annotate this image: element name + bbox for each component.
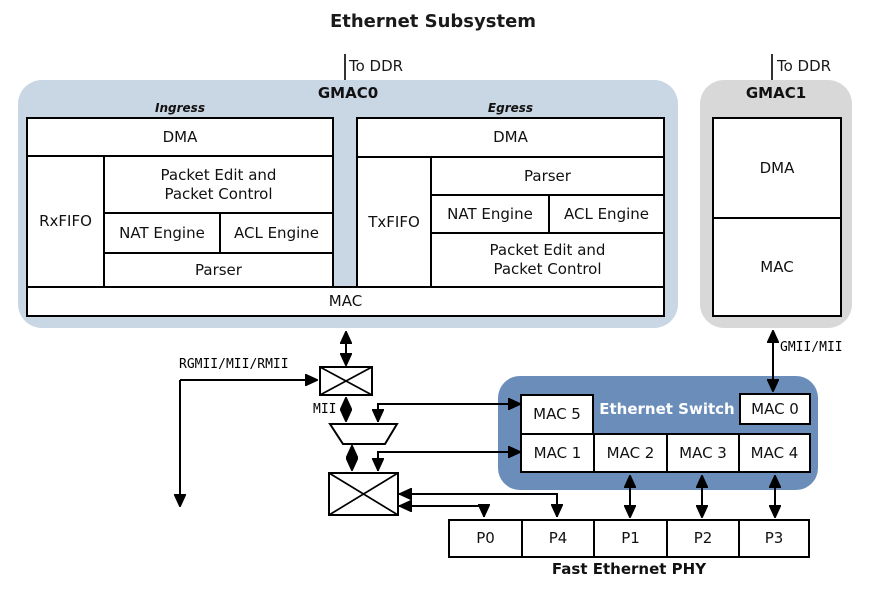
gmii-mii-label: GMII/MII bbox=[780, 340, 843, 355]
gmac1-mac-box: MAC bbox=[712, 217, 842, 317]
txfifo-box: TxFIFO bbox=[356, 156, 432, 288]
ingress-dma-box: DMA bbox=[26, 117, 334, 157]
phy-port-p0-box: P0 bbox=[448, 519, 523, 558]
phy-port-p4-box: P4 bbox=[521, 519, 595, 558]
switch-mac2-box: MAC 2 bbox=[593, 433, 668, 473]
egress-label: Egress bbox=[487, 101, 534, 115]
gmac0-mac-box: MAC bbox=[26, 286, 665, 317]
ethernet-switch-title: Ethernet Switch bbox=[599, 400, 735, 418]
xbar2-p0-line bbox=[400, 506, 484, 516]
switch-mac5-box: MAC 5 bbox=[520, 394, 594, 435]
gmac0-block: GMAC0 Ingress Egress DMA RxFIFO Packet E… bbox=[18, 80, 678, 328]
xbar2-p4-line bbox=[400, 494, 557, 516]
ingress-acl-engine-box: ACL Engine bbox=[219, 212, 334, 254]
rgmii-mii-rmii-label: RGMII/MII/RMII bbox=[179, 357, 289, 372]
to-ddr-label-gmac0: To DDR bbox=[349, 57, 404, 75]
switch-mac3-box: MAC 3 bbox=[666, 433, 740, 473]
diagram-title: Ethernet Subsystem bbox=[329, 11, 537, 32]
ingress-label: Ingress bbox=[155, 101, 205, 115]
egress-dma-box: DMA bbox=[356, 117, 665, 158]
phy-port-p1-box: P1 bbox=[593, 519, 668, 558]
switch-mac4-box: MAC 4 bbox=[738, 433, 811, 473]
gmac1-title: GMAC1 bbox=[745, 84, 807, 102]
mux-icon bbox=[328, 423, 399, 445]
phy-port-p2-box: P2 bbox=[666, 519, 740, 558]
crossbar2-icon bbox=[328, 472, 399, 516]
egress-nat-engine-box: NAT Engine bbox=[430, 194, 550, 234]
egress-parser-box: Parser bbox=[430, 156, 665, 196]
gmac1-dma-box: DMA bbox=[712, 117, 842, 219]
rxfifo-box: RxFIFO bbox=[26, 155, 105, 288]
ethernet-switch-block: MAC 5 Ethernet Switch MAC 0 MAC 1 MAC 2 … bbox=[498, 376, 818, 490]
crossbar1-icon bbox=[319, 366, 373, 396]
gmac1-block: GMAC1 DMA MAC bbox=[700, 80, 852, 328]
ingress-parser-box: Parser bbox=[103, 252, 334, 288]
ingress-packet-edit-box: Packet Edit and Packet Control bbox=[103, 155, 334, 214]
mii-label: MII bbox=[313, 402, 337, 417]
ingress-nat-engine-box: NAT Engine bbox=[103, 212, 221, 254]
egress-packet-edit-box: Packet Edit and Packet Control bbox=[430, 232, 665, 288]
egress-acl-engine-box: ACL Engine bbox=[548, 194, 665, 234]
switch-mac0-box: MAC 0 bbox=[739, 393, 811, 425]
to-ddr-label-gmac1: To DDR bbox=[777, 57, 832, 75]
gmac0-title: GMAC0 bbox=[317, 84, 379, 102]
fast-ethernet-phy-label: Fast Ethernet PHY bbox=[551, 560, 707, 578]
switch-mac1-box: MAC 1 bbox=[520, 433, 595, 473]
phy-port-p3-box: P3 bbox=[738, 519, 810, 558]
